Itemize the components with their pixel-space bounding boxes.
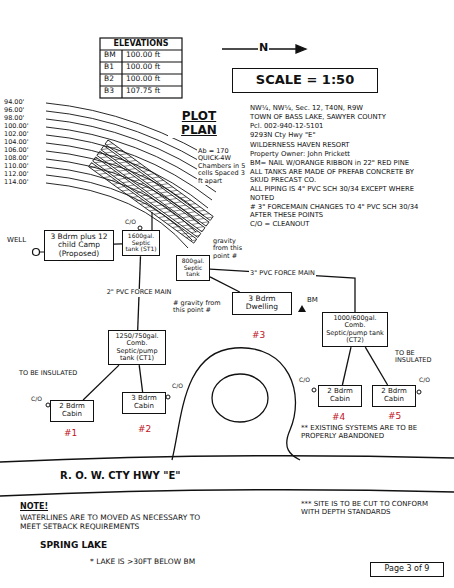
site-info-line: # 3" FORCEMAIN CHANGES TO 4" PVC SCH 30/… (250, 203, 434, 219)
road-edges (0, 456, 454, 496)
cabin-box: 2 Bdrm Cabin (50, 400, 94, 422)
north-label: N (258, 42, 269, 55)
node-text: 800gal. Septic tank (179, 258, 207, 278)
site-info-block: NW¼, NW¼, Sec. 12, T40N, R9WTOWN OF BASS… (250, 104, 434, 229)
scale-box: SCALE = 1:50 (232, 68, 378, 93)
contour-elevation: 108.00' (4, 155, 29, 162)
benchmark-label: BM (306, 296, 319, 304)
field-note: Ab = 170 QUICK-4W Chambers in 5 cells Sp… (197, 148, 249, 185)
insulate-note: TO BE INSULATED (18, 370, 78, 377)
well-symbol (33, 249, 40, 256)
cabin-box: 2 Bdrm Cabin (318, 385, 362, 407)
node-text: 1600gal. Septic tank (ST1) (125, 233, 157, 253)
insulate-note: TO BE INSULATED (394, 350, 448, 365)
septic-tank: 800gal. Septic tank (176, 255, 210, 281)
proposed-camp-box: 3 Bdrm plus 12 child Camp (Proposed) (44, 230, 114, 261)
lake-note: * LAKE IS >30FT BELOW BM (90, 558, 195, 567)
table-cell: B2 (104, 75, 114, 84)
contour-elevation: 102.00' (4, 131, 29, 138)
well-label: WELL (6, 236, 27, 244)
table-cell: 100.00 ft (126, 75, 160, 84)
callout-number: #5 (388, 411, 401, 421)
site-note: *** SITE IS TO BE CUT TO CONFORM WITH DE… (300, 500, 442, 516)
pipe-label: 2" PVC FORCE MAIN (106, 289, 173, 296)
node-text: 1250/750gal. Comb. Septic/pump tank (CT1… (111, 333, 163, 362)
contour-elevation: 100.00' (4, 123, 29, 130)
cabin-box: 2 Bdrm Cabin (372, 385, 416, 407)
site-info-line: 9293N Cty Hwy "E" (250, 131, 434, 139)
callout-number: #4 (332, 412, 345, 422)
callout-number: #1 (64, 428, 77, 438)
cleanout-label: C/O (30, 396, 43, 403)
table-cell: 100.00 ft (126, 63, 160, 72)
pipe-connector (139, 365, 142, 392)
gravity-note: # gravity from this point # (172, 300, 229, 315)
site-info-line: ALL TANKS ARE MADE OF PREFAB CONCRETE BY… (250, 168, 434, 184)
pump-tank: 1250/750gal. Comb. Septic/pump tank (CT1… (108, 330, 166, 365)
lake-label: SPRING LAKE (40, 540, 107, 550)
node-text: 2 Bdrm Cabin (53, 403, 91, 419)
site-note: ** EXISTING SYSTEMS ARE TO BE PROPERLY A… (300, 424, 442, 440)
node-text: 2 Bdrm Cabin (375, 388, 413, 404)
callout-number: #2 (138, 424, 151, 434)
node-text: 3 Bdrm plus 12 child Camp (Proposed) (47, 233, 111, 258)
site-info-line: Property Owner: John Prickett (250, 150, 434, 158)
cleanout-label: C/O (124, 219, 137, 226)
table-cell: 100.00 ft (126, 51, 160, 60)
pipe-connector (365, 347, 387, 385)
elevation-table-grid (100, 38, 182, 98)
node-text: 2 Bdrm Cabin (321, 388, 359, 404)
note-heading: NOTE! (20, 502, 48, 511)
site-info-line: Pcl. 002-940-12-5101 (250, 122, 434, 130)
contour-elevation: 94.00' (4, 99, 24, 106)
benchmark-symbol (298, 305, 306, 312)
site-info-line: WILDERNESS HAVEN RESORT (250, 141, 434, 149)
contour-elevation: 106.00' (4, 147, 29, 154)
pipe-connector (342, 347, 351, 385)
table-cell: BM (104, 51, 116, 60)
plan-title: PLOT PLAN (168, 110, 230, 138)
cleanout-label: C/O (298, 377, 311, 384)
table-cell: B3 (104, 87, 114, 96)
road-label: R. O. W. CTY HWY "E" (60, 470, 180, 482)
table-header: ELEVATIONS (100, 39, 182, 48)
pipe-connector (210, 277, 240, 292)
gravity-note: gravity from this point # (212, 238, 252, 260)
node-text: 1000/600gal. Comb. Septic/pump tank (CT2… (325, 315, 385, 344)
cleanout-label: C/O (171, 383, 184, 390)
absorption-field-chambers (89, 140, 214, 243)
site-info-line: C/O = CLEANOUT (250, 220, 434, 228)
pipe-connector (114, 243, 122, 245)
contour-elevation: 112.00' (4, 171, 29, 178)
septic-tank: 1600gal. Septic tank (ST1) (122, 230, 160, 256)
table-cell: 107.75 ft (126, 87, 160, 96)
node-text: 3 Bdrm Dwelling (235, 295, 289, 312)
site-info-line: TOWN OF BASS LAKE, SAWYER COUNTY (250, 113, 434, 121)
pipe (151, 212, 152, 230)
site-info-line: BM= NAIL W/ORANGE RIBBON in 22" RED PINE (250, 159, 434, 167)
contour-elevation: 98.00' (4, 115, 24, 122)
dwelling-box: 3 Bdrm Dwelling (232, 292, 292, 315)
pipe-connector (83, 365, 119, 400)
node-text: Page 3 of 9 (374, 565, 440, 574)
table-cell: B1 (104, 63, 114, 72)
site-info-line: NW¼, NW¼, Sec. 12, T40N, R9W (250, 104, 434, 112)
pump-tank: 1000/600gal. Comb. Septic/pump tank (CT2… (322, 312, 388, 347)
node-text: SCALE = 1:50 (237, 73, 373, 88)
contour-elevation: 96.00' (4, 107, 24, 114)
cabin-box: 3 Bdrm Cabin (122, 392, 166, 414)
driveway (172, 348, 300, 460)
contour-elevation: 110.00' (4, 163, 29, 170)
page-number-box: Page 3 of 9 (370, 562, 444, 577)
site-info-line: ALL PIPING IS 4" PVC SCH 30/34 EXCEPT WH… (250, 185, 434, 201)
node-text: 3 Bdrm Cabin (125, 395, 163, 411)
note-text: WATERLINES ARE TO MOVED AS NECESSARY TO … (20, 514, 220, 531)
cleanout-label: C/O (418, 377, 431, 384)
contour-elevation: 104.00' (4, 139, 29, 146)
contour-elevation: 114.00' (4, 179, 29, 186)
pipe-label: 3" PVC FORCE MAIN (249, 270, 316, 277)
callout-number: #3 (252, 330, 265, 340)
